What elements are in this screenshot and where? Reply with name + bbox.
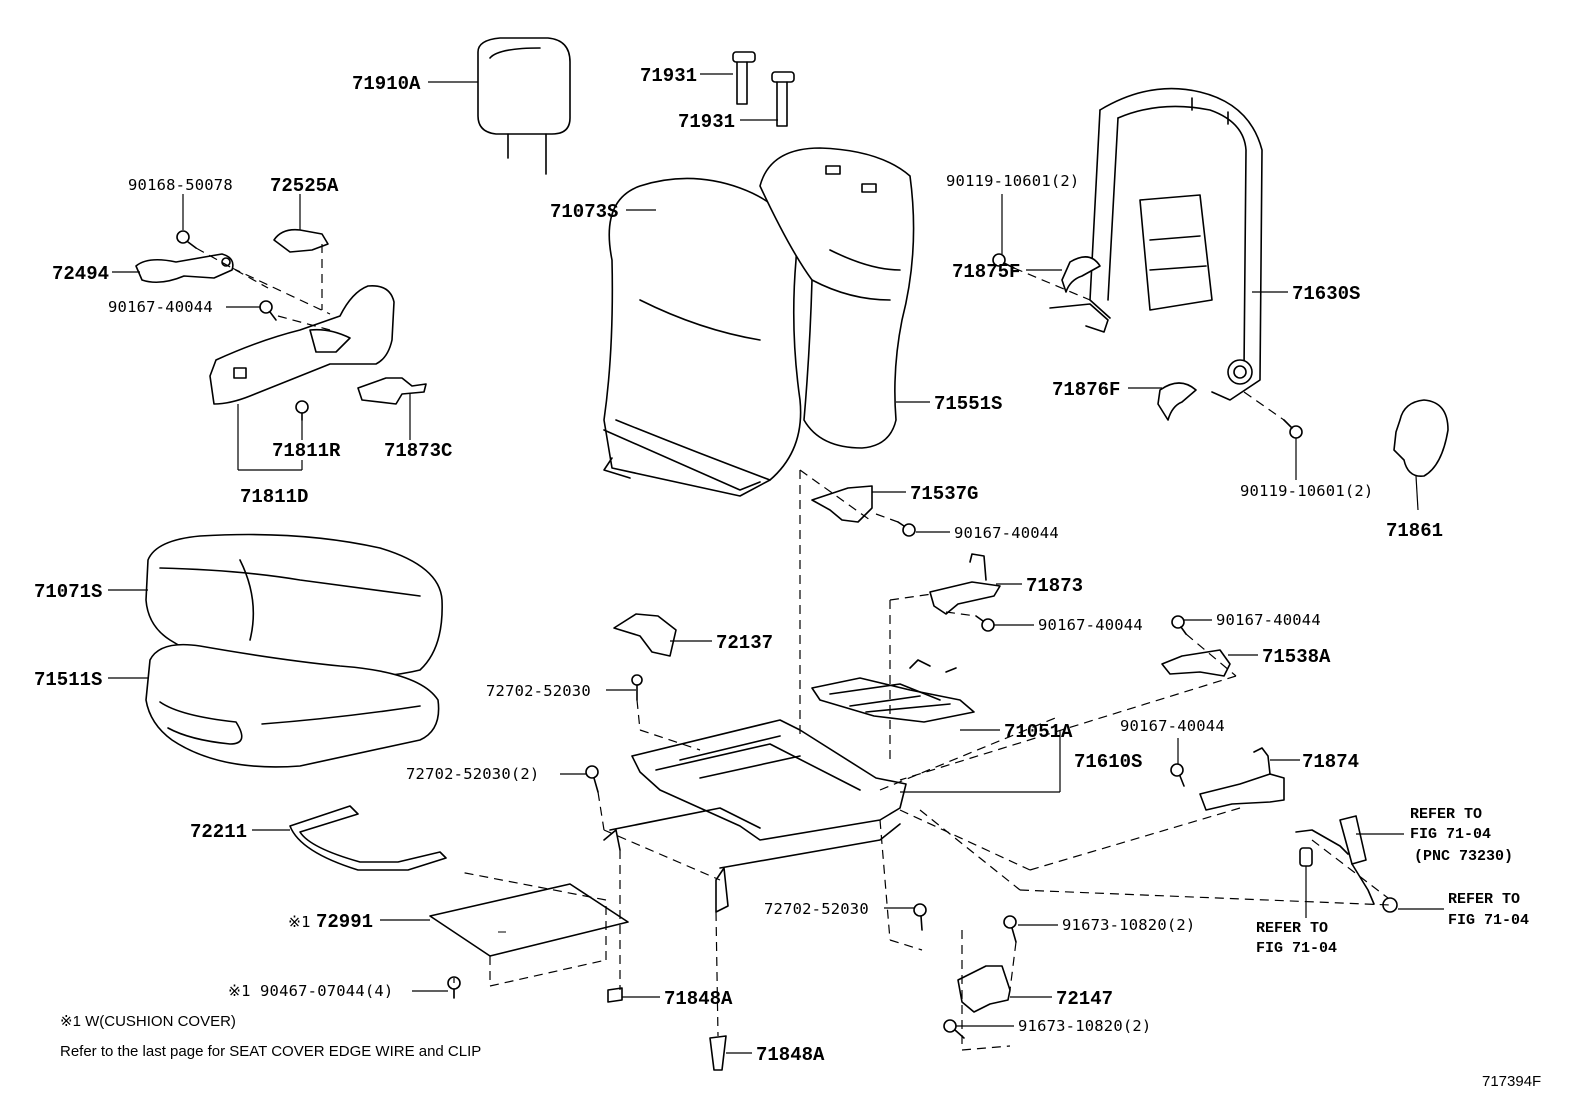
label-guide-upper[interactable]: 71931 [640,65,697,87]
ref-harness-line1[interactable]: REFER TO [1256,920,1328,937]
label-cover-72137[interactable]: 72137 [716,632,773,654]
recliner-cover-drawing [1393,399,1449,477]
label-cover-71848A-upper[interactable]: 71848A [664,988,733,1010]
label-bolt-b[interactable]: 72702-52030(2) [406,765,539,783]
ref-belt-line1[interactable]: REFER TO [1410,806,1482,823]
cushion-frame-drawing [603,719,907,913]
label-bolt-frame-upper[interactable]: 90119-10601(2) [946,172,1079,190]
label-screw-71538A[interactable]: 90167-40044 [1216,611,1321,629]
label-bracket-72147[interactable]: 72147 [1056,988,1113,1010]
label-shield-r[interactable]: 71811R [272,440,341,462]
label-bracket-71874[interactable]: 71874 [1302,751,1359,773]
label-cushion-frame[interactable]: 71610S [1074,751,1142,773]
footnotes: ※1 W(CUSHION COVER) Refer to the last pa… [60,1013,1541,1090]
seatbelt-buckle-drawing [1295,815,1375,905]
label-bolt-c[interactable]: 72702-52030 [764,900,869,918]
bracket-71873-drawing [929,553,1001,615]
ref-anchor-line2[interactable]: FIG 71-04 [1448,912,1529,929]
label-screw-71537G[interactable]: 90167-40044 [954,524,1059,542]
diagram-id: 717394F [1482,1073,1541,1090]
label-bolt-d[interactable]: 91673-10820(2) [1062,916,1195,934]
label-bracket-71873C[interactable]: 71873C [384,440,452,462]
cover-71876F-drawing [1157,382,1197,421]
label-headrest[interactable]: 71910A [352,73,421,95]
label-lever-72494[interactable]: 72494 [52,263,109,285]
spring-71051A-drawing [811,659,975,723]
label-bolt-a[interactable]: 72702-52030 [486,682,591,700]
label-plate-72991-mark: ※1 [288,913,311,931]
ref-belt-line3: (PNC 73230) [1414,848,1513,865]
guide-drawing-lower [771,71,795,127]
label-bracket-71537G[interactable]: 71537G [910,483,978,505]
label-screw-90168[interactable]: 90168-50078 [128,176,233,194]
label-cushion-pad[interactable]: 71511S [34,669,102,691]
ref-belt-line2[interactable]: FIG 71-04 [1410,826,1491,843]
label-bolt-e[interactable]: 91673-10820(2) [1018,1017,1151,1035]
label-recliner-cover[interactable]: 71861 [1386,520,1443,542]
bracket-71874-drawing [1199,747,1285,811]
plate-72991-drawing [429,883,629,957]
cross-references: REFER TO FIG 71-04 (PNC 73230) REFER TO … [1256,806,1529,957]
label-back-frame[interactable]: 71630S [1292,283,1360,305]
label-nut-90467-mark: ※1 [228,982,251,1000]
label-bracket-71538A[interactable]: 71538A [1262,646,1331,668]
bracket-71538A-drawing [1161,649,1231,677]
knob-72525A-drawing [273,228,329,253]
cover-72137-drawing [613,613,677,657]
bracket-72147-drawing [957,965,1011,1013]
label-bolt-frame-lower[interactable]: 90119-10601(2) [1240,482,1373,500]
back-pad-drawing [759,147,915,449]
label-cushion-cover[interactable]: 71071S [34,581,102,603]
headrest-drawing [477,37,571,175]
label-cover-71848A-lower[interactable]: 71848A [756,1044,825,1066]
assembly-lines [195,244,1391,1051]
ref-anchor-line1[interactable]: REFER TO [1448,891,1520,908]
lever-72494-drawing [135,253,234,284]
label-guide-lower[interactable]: 71931 [678,111,735,133]
shield-drawing [209,285,395,405]
back-cover-drawing [603,177,802,497]
label-plate-72991[interactable]: 72991 [316,911,373,933]
back-frame-drawing [1049,87,1263,401]
wire-72211-drawing [289,805,447,871]
label-spring-71051A[interactable]: 71051A [1004,721,1073,743]
label-nut-90467[interactable]: 90467-07044(4) [260,982,393,1000]
label-screw-71874[interactable]: 90167-40044 [1120,717,1225,735]
label-cover-71876F[interactable]: 71876F [1052,379,1120,401]
bracket-71537G-drawing [811,485,873,523]
cover-71848A-drawing [607,987,727,1071]
leader-lines [108,73,1444,1054]
label-back-pad[interactable]: 71551S [934,393,1002,415]
guide-drawing-upper [732,51,756,105]
part-labels: 71910A 71931 71931 90168-50078 72525A 72… [34,65,1443,1066]
cushion-pad-drawing [145,643,440,768]
label-cover-71875F[interactable]: 71875F [952,261,1020,283]
bracket-71873C-drawing [357,377,427,405]
label-knob-72525A[interactable]: 72525A [270,175,339,197]
footnote-1: ※1 W(CUSHION COVER) [60,1013,236,1030]
label-wire-72211[interactable]: 72211 [190,821,247,843]
label-back-cover[interactable]: 71073S [550,201,618,223]
label-screw-71873[interactable]: 90167-40044 [1038,616,1143,634]
footnote-2: Refer to the last page for SEAT COVER ED… [60,1043,481,1060]
label-shield-d[interactable]: 71811D [240,486,308,508]
cover-71875F-drawing [1061,256,1101,293]
label-screw-shield[interactable]: 90167-40044 [108,298,213,316]
label-bracket-71873[interactable]: 71873 [1026,575,1083,597]
ref-harness-line2[interactable]: FIG 71-04 [1256,940,1337,957]
